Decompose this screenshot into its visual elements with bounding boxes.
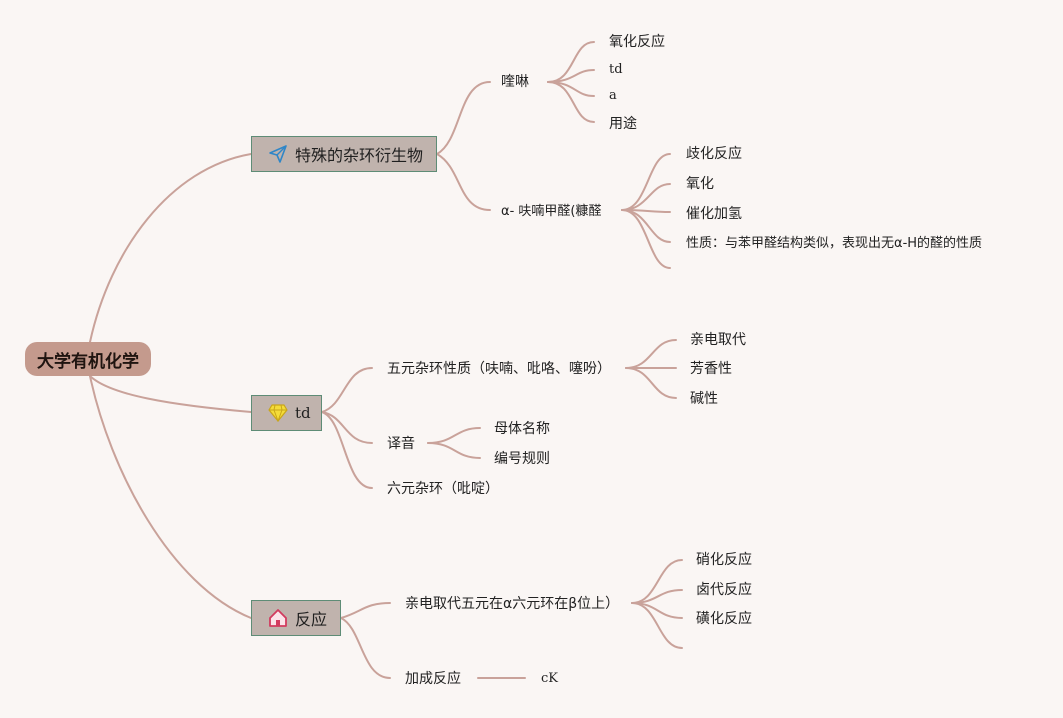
branch-reaction[interactable]: 反应 xyxy=(251,600,341,636)
node-transliteration-child-1[interactable]: 母体名称 xyxy=(494,421,550,437)
node-electrophilic[interactable]: 亲电取代五元在α六元环在β位上） xyxy=(405,596,620,612)
link-td-five xyxy=(321,367,373,413)
node-furfural-child-2[interactable]: 氧化 xyxy=(686,176,714,192)
link-furfural-c2 xyxy=(621,183,671,211)
link-reaction-electro xyxy=(340,602,391,619)
node-addition-child[interactable]: cK xyxy=(541,671,558,686)
link-root-reaction xyxy=(89,375,252,619)
link-quinoline-c1 xyxy=(547,41,595,83)
node-addition[interactable]: 加成反应 xyxy=(405,671,461,687)
node-quinoline-child-3[interactable]: a xyxy=(609,88,617,103)
root-label: 大学有机化学 xyxy=(37,351,139,372)
link-trans-c2 xyxy=(427,442,481,459)
node-transliteration[interactable]: 译音 xyxy=(387,436,415,452)
link-root-td xyxy=(89,375,252,413)
node-electrophilic-child-3[interactable]: 磺化反应 xyxy=(696,611,752,627)
node-five-ring-child-2[interactable]: 芳香性 xyxy=(690,361,732,377)
branch-td[interactable]: td xyxy=(251,395,322,431)
node-five-ring-child-1[interactable]: 亲电取代 xyxy=(690,332,746,348)
link-five-c1 xyxy=(625,339,677,369)
branch-special[interactable]: 特殊的杂环衍生物 xyxy=(251,136,437,172)
link-special-furfural xyxy=(436,153,491,211)
node-furfural-child-4[interactable]: 性质：与苯甲醛结构类似，表现出无α-H的醛的性质 xyxy=(686,236,983,251)
link-special-quinoline xyxy=(436,81,491,155)
node-electrophilic-child-2[interactable]: 卤代反应 xyxy=(696,582,752,598)
node-furfural-child-1[interactable]: 歧化反应 xyxy=(686,146,742,162)
link-quinoline-c3 xyxy=(547,81,595,97)
link-trans-c1 xyxy=(427,427,481,444)
paper-plane-icon xyxy=(267,143,289,165)
node-furfural-child-3[interactable]: 催化加氢 xyxy=(686,206,742,222)
root-node[interactable]: 大学有机化学 xyxy=(25,342,151,376)
node-quinoline[interactable]: 喹啉 xyxy=(501,74,529,90)
node-quinoline-child-4[interactable]: 用途 xyxy=(609,116,637,132)
node-quinoline-child-2[interactable]: td xyxy=(609,62,623,77)
node-quinoline-child-1[interactable]: 氧化反应 xyxy=(609,34,665,50)
link-root-special xyxy=(89,153,252,343)
home-icon xyxy=(267,607,289,629)
branch-reaction-label: 反应 xyxy=(295,610,328,629)
node-six-ring[interactable]: 六元杂环（吡啶） xyxy=(387,481,499,497)
link-quinoline-c4 xyxy=(547,81,595,123)
node-five-ring[interactable]: 五元杂环性质（呋喃、吡咯、噻吩） xyxy=(387,361,611,377)
link-reaction-addition xyxy=(340,617,391,679)
link-furfural-c5 xyxy=(621,209,671,269)
link-electro-c4 xyxy=(631,602,683,649)
branch-special-label: 特殊的杂环衍生物 xyxy=(295,146,424,165)
branch-td-label: td xyxy=(295,404,311,422)
link-td-trans xyxy=(321,411,373,444)
link-td-six xyxy=(321,411,373,489)
node-transliteration-child-2[interactable]: 编号规则 xyxy=(494,451,550,467)
link-five-c3 xyxy=(625,367,677,399)
diamond-icon xyxy=(267,402,289,424)
node-five-ring-child-3[interactable]: 碱性 xyxy=(690,391,718,407)
node-furfural[interactable]: α- 呋喃甲醛(糠醛 xyxy=(501,204,602,219)
node-electrophilic-child-1[interactable]: 硝化反应 xyxy=(696,552,752,568)
link-furfural-c1 xyxy=(621,153,671,211)
